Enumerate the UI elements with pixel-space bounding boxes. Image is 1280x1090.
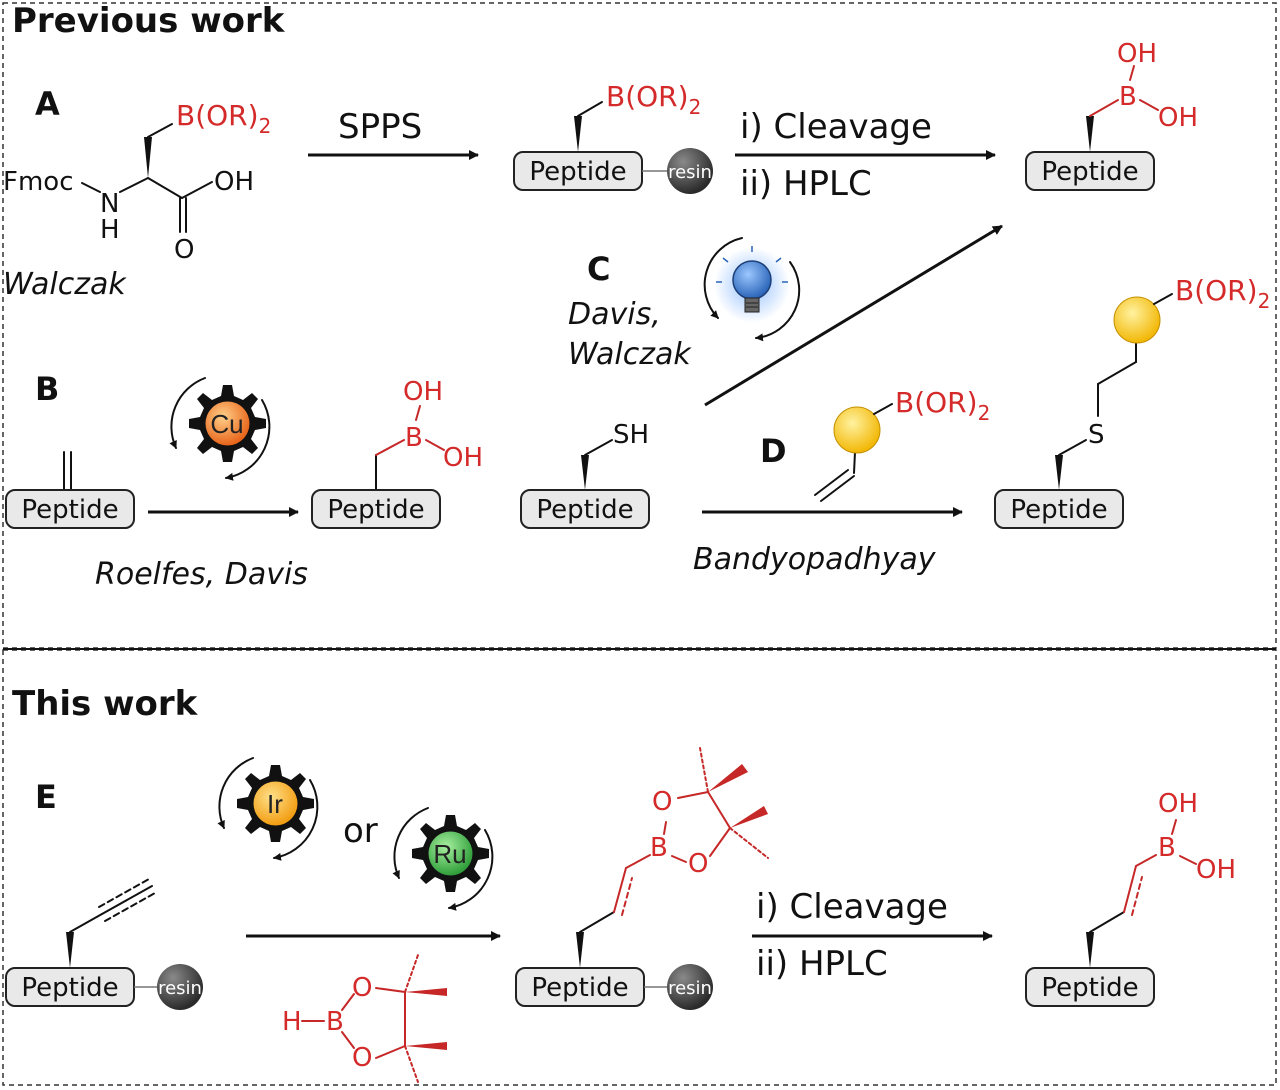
heading-previous-work: Previous work	[12, 1, 286, 41]
spps-label: SPPS	[338, 107, 422, 147]
hydroxyl-label: OH	[1117, 39, 1157, 69]
carbonyl-o-label: O	[174, 235, 194, 265]
resin-bead-icon	[667, 148, 713, 194]
tag-bead-icon	[833, 406, 881, 454]
cleavage-label-top: i) Cleavage	[740, 107, 932, 147]
peptide-box	[994, 489, 1124, 529]
peptide-label: Peptide	[327, 495, 424, 525]
boron-label: B	[405, 423, 423, 453]
panel-label-e: E	[35, 778, 57, 816]
or-label: or	[343, 811, 378, 851]
alkene-peptide: Peptide	[5, 451, 135, 529]
fmoc-label: Fmoc	[3, 167, 73, 197]
peptide-boronic-acid-product: B OH OH Peptide	[1025, 39, 1198, 191]
hydroxyl-label: OH	[443, 443, 483, 473]
author-roelfes-davis: Roelfes, Davis	[95, 557, 308, 592]
boronate-ester-label: B(OR)2	[176, 99, 271, 138]
pinacolborane-reagent: H B O O	[282, 954, 447, 1083]
resin-peptide-boronate: B(OR)2 Peptide resin	[513, 80, 713, 194]
hplc-label-bottom: ii) HPLC	[756, 944, 888, 984]
resin-bead-icon	[667, 964, 713, 1010]
panel-label-b: B	[35, 370, 59, 408]
resin-bead-icon	[157, 964, 203, 1010]
ruthenium-catalyst-gear: Ru	[392, 807, 494, 911]
boronate-ester-label: B(OR)2	[895, 386, 990, 425]
peptide-box	[311, 489, 441, 529]
fmoc-boronate-amino-acid: Fmoc N H B(OR)2 OH O	[3, 99, 271, 265]
author-walczak-a: Walczak	[3, 267, 127, 302]
photoborylation-arrow	[704, 224, 1003, 407]
author-walczak-c: Walczak	[568, 337, 692, 372]
resin-label: resin	[668, 978, 712, 999]
peptide-label: Peptide	[1041, 973, 1138, 1003]
vinyl-tag-reagent: B(OR)2	[814, 386, 990, 502]
hydroxyl-label: OH	[1158, 789, 1198, 819]
boronate-ester-label: B(OR)2	[1175, 274, 1270, 313]
catalyst-ir-label: Ir	[267, 789, 283, 819]
amine-h-label: H	[100, 215, 120, 245]
boron-label: B	[326, 1007, 344, 1037]
peptide-label: Peptide	[1010, 495, 1107, 525]
peptide-label: Peptide	[21, 495, 118, 525]
peptide-box	[5, 489, 135, 529]
alkyne-resin-peptide: Peptide resin	[5, 878, 203, 1010]
boron-label: B	[1119, 82, 1137, 112]
boron-label: B	[650, 833, 668, 863]
catalyst-ru-label: Ru	[433, 839, 466, 869]
heading-this-work: This work	[12, 684, 199, 724]
cleavage-label-bottom: i) Cleavage	[756, 887, 948, 927]
hydroxyl-label: OH	[1158, 103, 1198, 133]
hplc-label-top: ii) HPLC	[740, 164, 872, 204]
peptide-label: Peptide	[1041, 157, 1138, 187]
thiol-peptide: SH Peptide	[520, 420, 650, 529]
vinyl-boronic-acid-peptide: B OH OH Peptide	[1025, 789, 1236, 1007]
peptide-box	[1025, 967, 1155, 1007]
panel-label-a: A	[35, 85, 60, 123]
oxygen-label: O	[352, 1043, 372, 1073]
this-work-frame	[2, 649, 1277, 1086]
catalyst-cu-label: Cu	[210, 409, 243, 439]
hydride-h-label: H	[282, 1007, 302, 1037]
oxygen-label: O	[652, 787, 672, 817]
boronate-ester-label: B(OR)2	[606, 80, 701, 119]
resin-label: resin	[668, 162, 712, 183]
hydroxyl-label: OH	[1196, 855, 1236, 885]
previous-work-frame	[2, 2, 1277, 649]
light-bulb-icon	[703, 237, 801, 342]
panel-label-c: C	[587, 250, 610, 288]
panel-label-d: D	[760, 432, 787, 470]
iridium-catalyst-gear: Ir	[217, 757, 319, 861]
thioether-s-label: S	[1088, 420, 1105, 450]
hydroxyl-label: OH	[403, 377, 443, 407]
author-bandyopadhyay: Bandyopadhyay	[693, 542, 937, 577]
author-davis-c: Davis,	[568, 297, 661, 332]
oxygen-label: O	[688, 849, 708, 879]
oxygen-label: O	[352, 973, 372, 1003]
amine-n-label: N	[100, 189, 119, 219]
peptide-boronic-acid-b: B OH OH Peptide	[311, 377, 483, 529]
tag-bead-icon	[1113, 296, 1161, 344]
copper-catalyst-gear: Cu	[169, 377, 271, 481]
thioether-tag-product: S B(OR)2 Peptide	[994, 274, 1270, 529]
vinyl-boronate-resin-peptide: B O O Peptide resin	[515, 747, 769, 1010]
peptide-label: Peptide	[21, 973, 118, 1003]
carboxyl-oh-label: OH	[214, 167, 254, 197]
peptide-label: Peptide	[531, 973, 628, 1003]
thiol-sh-label: SH	[613, 420, 649, 450]
peptide-label: Peptide	[536, 495, 633, 525]
peptide-label: Peptide	[529, 157, 626, 187]
boron-label: B	[1158, 833, 1176, 863]
peptide-box	[1025, 151, 1155, 191]
resin-label: resin	[158, 978, 202, 999]
peptide-box	[520, 489, 650, 529]
